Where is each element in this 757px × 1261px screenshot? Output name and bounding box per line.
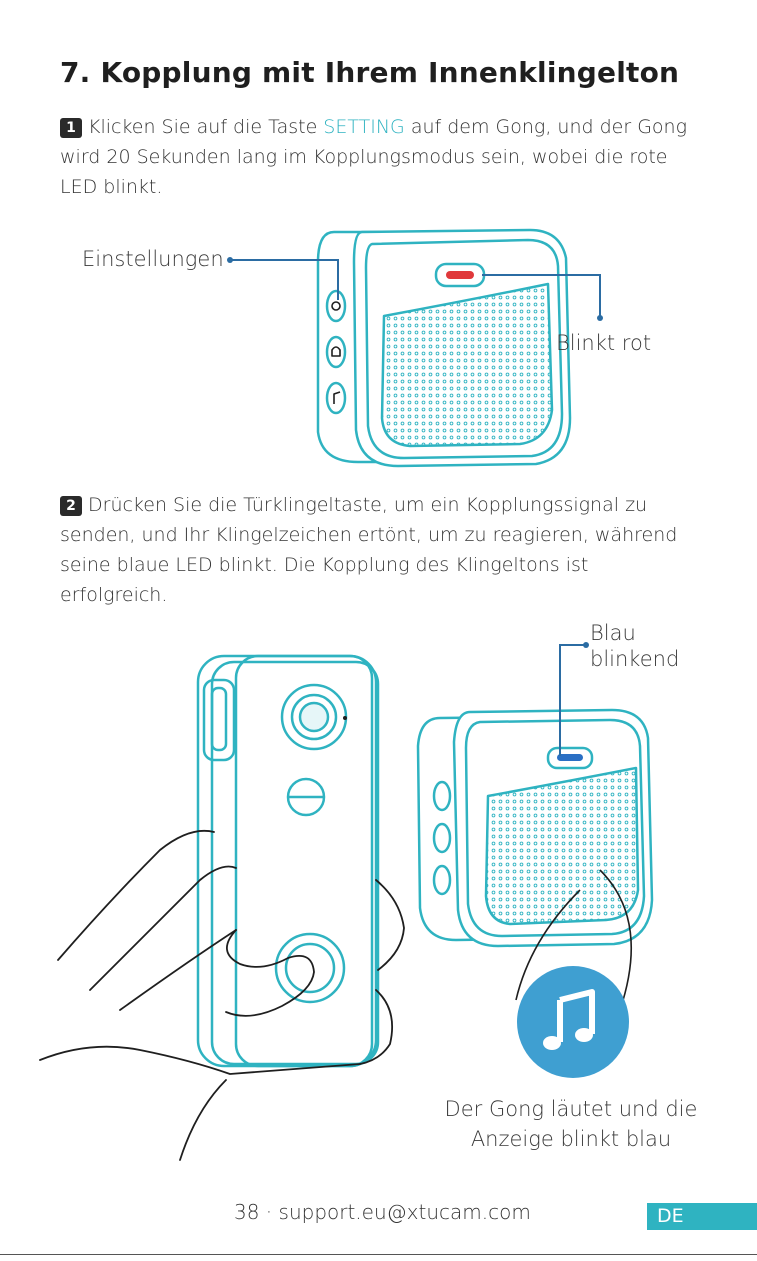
callout-blink-blue-line2: blinkend [590, 647, 680, 671]
language-badge: DE [647, 1203, 757, 1230]
chime-illustration-bottom [416, 708, 654, 948]
callout-ring-line1: Der Gong läutet und die [444, 1097, 698, 1121]
step-2-body: Drücken Sie die Türklingeltaste, um ein … [60, 494, 678, 606]
callout-line-blue [559, 644, 586, 756]
music-note-icon [517, 966, 629, 1078]
note-icon-small [333, 391, 341, 404]
gear-icon [331, 301, 341, 311]
bell-icon [331, 346, 341, 357]
callout-dot-blue [583, 642, 589, 648]
callout-dot-settings [227, 257, 233, 263]
sound-wave-lines [515, 869, 633, 1011]
step-1-number: 1 [60, 118, 82, 138]
blue-led [557, 754, 583, 761]
callout-lines-top [230, 259, 601, 318]
page-footer: 38 · support.eu@xtucam.com [234, 1200, 531, 1224]
doorbell-illustration [196, 654, 380, 1068]
callout-blink-red: Blinkt rot [556, 331, 652, 355]
page-title: 7. Kopplung mit Ihrem Innenklingelton [60, 56, 680, 89]
chime-illustration-top [316, 228, 572, 468]
step-1-text-before: Klicken Sie auf die Taste [88, 116, 324, 138]
setting-highlight: SETTING [323, 116, 405, 138]
bottom-divider [0, 1254, 757, 1255]
callout-dot-red [597, 315, 603, 321]
step-2-number: 2 [60, 496, 82, 516]
hand-illustration [39, 829, 405, 1161]
chime-side-buttons-top [325, 289, 347, 415]
step-1-text: 1 Klicken Sie auf die Taste SETTING auf d… [60, 112, 700, 202]
callout-ring-line2: Anzeige blinkt blau [470, 1127, 672, 1151]
callout-blink-blue-line1: Blau [590, 621, 636, 645]
step-1-text-after: auf dem Gong, und der Gong wird 20 Sekun… [60, 116, 687, 198]
red-led [446, 271, 474, 279]
callout-settings: Einstellungen [82, 247, 224, 271]
